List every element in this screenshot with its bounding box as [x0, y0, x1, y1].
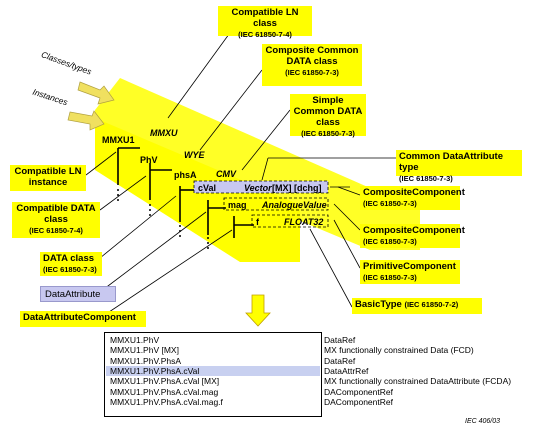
- primitive-component-callout: PrimitiveComponent (IEC 61850-7-3): [360, 260, 460, 284]
- reference-path: MMXU1.PhV: [110, 335, 160, 346]
- callout-title: Simple Common DATA class: [293, 95, 363, 128]
- table-row: MMXU1.PhV.PhsA.cVal [MX] MX functionally …: [106, 376, 515, 386]
- callout-title: Compatible LN class: [231, 7, 299, 29]
- phsa-data: phsA: [174, 170, 197, 180]
- reference-type: DataAttrRef: [324, 366, 369, 377]
- common-dataattribute-type-callout: Common DataAttribute type (IEC 61850-7-3…: [396, 150, 522, 183]
- compatible-ln-class-callout: Compatible LN class (IEC 61850-7-4): [218, 6, 312, 39]
- callout-ref: (IEC 61850-7-2): [404, 300, 459, 309]
- reference-path: MMXU1.PhV.PhsA.cVal: [106, 365, 320, 377]
- mx-dchg-label: [MX] [dchg]: [272, 183, 322, 193]
- classes-band: [95, 78, 420, 250]
- classes-arrow: [77, 81, 115, 105]
- mag-box: [223, 197, 329, 211]
- composite-component-callout-2: CompositeComponent (IEC 61850-7-3): [360, 224, 465, 248]
- compatible-data-class-callout: Compatible DATA class (IEC 61850-7-4): [12, 202, 100, 238]
- callout-title: Compatible LN instance: [14, 166, 82, 188]
- mmxu-class: MMXU: [150, 128, 178, 138]
- reference-type: DAComponentRef: [324, 386, 393, 397]
- reference-paths-box: [104, 332, 322, 417]
- composite-common-data-class-callout: Composite Common DATA class (IEC 61850-7…: [262, 44, 362, 86]
- callout-title: CompositeComponent: [363, 225, 465, 236]
- cval-box: [193, 180, 329, 194]
- phv-data: PhV: [140, 155, 158, 165]
- down-arrow: [245, 294, 271, 327]
- table-row: MMXU1.PhV.PhsA.cVal.mag.f DAComponentRef: [106, 397, 515, 407]
- connector-lines: [85, 29, 396, 319]
- f-component: f: [256, 217, 259, 227]
- callout-ref: (IEC 61850-7-4): [29, 226, 83, 235]
- reference-path: MMXU1.PhV.PhsA: [110, 355, 182, 366]
- instances-arrow: [67, 110, 105, 131]
- callout-ref: (IEC 61850-7-3): [399, 174, 453, 183]
- data-attribute-box: DataAttribute: [40, 286, 116, 302]
- f-box: [251, 214, 329, 228]
- callout-title: DataAttributeComponent: [23, 312, 136, 323]
- callout-title: PrimitiveComponent: [363, 261, 456, 272]
- callout-ref: (IEC 61850-7-3): [285, 68, 339, 77]
- iec-footer: IEC 406/03: [465, 418, 501, 425]
- data-attribute-component-callout: DataAttributeComponent: [20, 311, 146, 327]
- reference-path: MMXU1.PhV.PhsA.cVal.mag.f: [110, 396, 223, 407]
- float32-type: FLOAT32: [284, 217, 324, 227]
- composite-component-callout-1: CompositeComponent (IEC 61850-7-3): [360, 186, 465, 210]
- analogue-value-type: AnalogueValue: [262, 200, 327, 210]
- compatible-ln-instance-callout: Compatible LN instance: [10, 165, 86, 191]
- wye-class: WYE: [184, 150, 205, 160]
- callout-title: DATA class: [43, 253, 95, 264]
- table-row: MMXU1.PhV [MX] MX functionally constraine…: [106, 345, 515, 355]
- table-row: MMXU1.PhV DataRef: [106, 335, 515, 345]
- reference-type: DataRef: [324, 335, 356, 346]
- callout-ref: (IEC 61850-7-3): [363, 273, 417, 282]
- cval-attribute: cVal: [198, 183, 217, 193]
- callout-ref: (IEC 61850-7-3): [363, 237, 417, 246]
- reference-type: MX functionally constrained DataAttribut…: [324, 376, 512, 387]
- reference-type: DAComponentRef: [324, 396, 393, 407]
- callout-ref: (IEC 61850-7-3): [363, 199, 417, 208]
- data-class-callout: DATA class (IEC 61850-7-3): [40, 252, 102, 276]
- simple-common-data-class-callout: Simple Common DATA class (IEC 61850-7-3): [290, 94, 366, 138]
- cmv-class: CMV: [216, 169, 236, 179]
- reference-path: MMXU1.PhV.PhsA.cVal.mag: [110, 386, 219, 397]
- reference-type: MX functionally constrained Data (FCD): [324, 345, 474, 356]
- basic-type-callout: BasicType (IEC 61850-7-2): [352, 298, 482, 314]
- ellipsis-dots: [117, 189, 209, 249]
- callout-ref: (IEC 61850-7-3): [43, 265, 97, 274]
- reference-type: DataRef: [324, 355, 356, 366]
- mmxu1-instance: MMXU1: [102, 135, 135, 145]
- callout-ref: (IEC 61850-7-3): [301, 129, 355, 138]
- tree-lines: [117, 147, 254, 238]
- callout-title: Compatible DATA class: [16, 203, 96, 225]
- callout-title: Common DataAttribute type: [399, 151, 503, 173]
- table-row: MMXU1.PhV.PhsA DataRef: [106, 356, 515, 366]
- table-row: MMXU1.PhV.PhsA.cVal DataAttrRef: [106, 365, 515, 377]
- vector-type: Vector: [244, 183, 272, 193]
- callout-title: BasicType: [355, 299, 402, 310]
- callout-ref: (IEC 61850-7-4): [238, 30, 292, 39]
- mag-component: mag: [228, 200, 247, 210]
- callout-title: Composite Common DATA class: [265, 45, 359, 67]
- callout-title: CompositeComponent: [363, 187, 465, 198]
- reference-path: MMXU1.PhV [MX]: [110, 345, 179, 356]
- table-row: MMXU1.PhV.PhsA.cVal.mag DAComponentRef: [106, 386, 515, 397]
- reference-path: MMXU1.PhV.PhsA.cVal [MX]: [110, 376, 220, 387]
